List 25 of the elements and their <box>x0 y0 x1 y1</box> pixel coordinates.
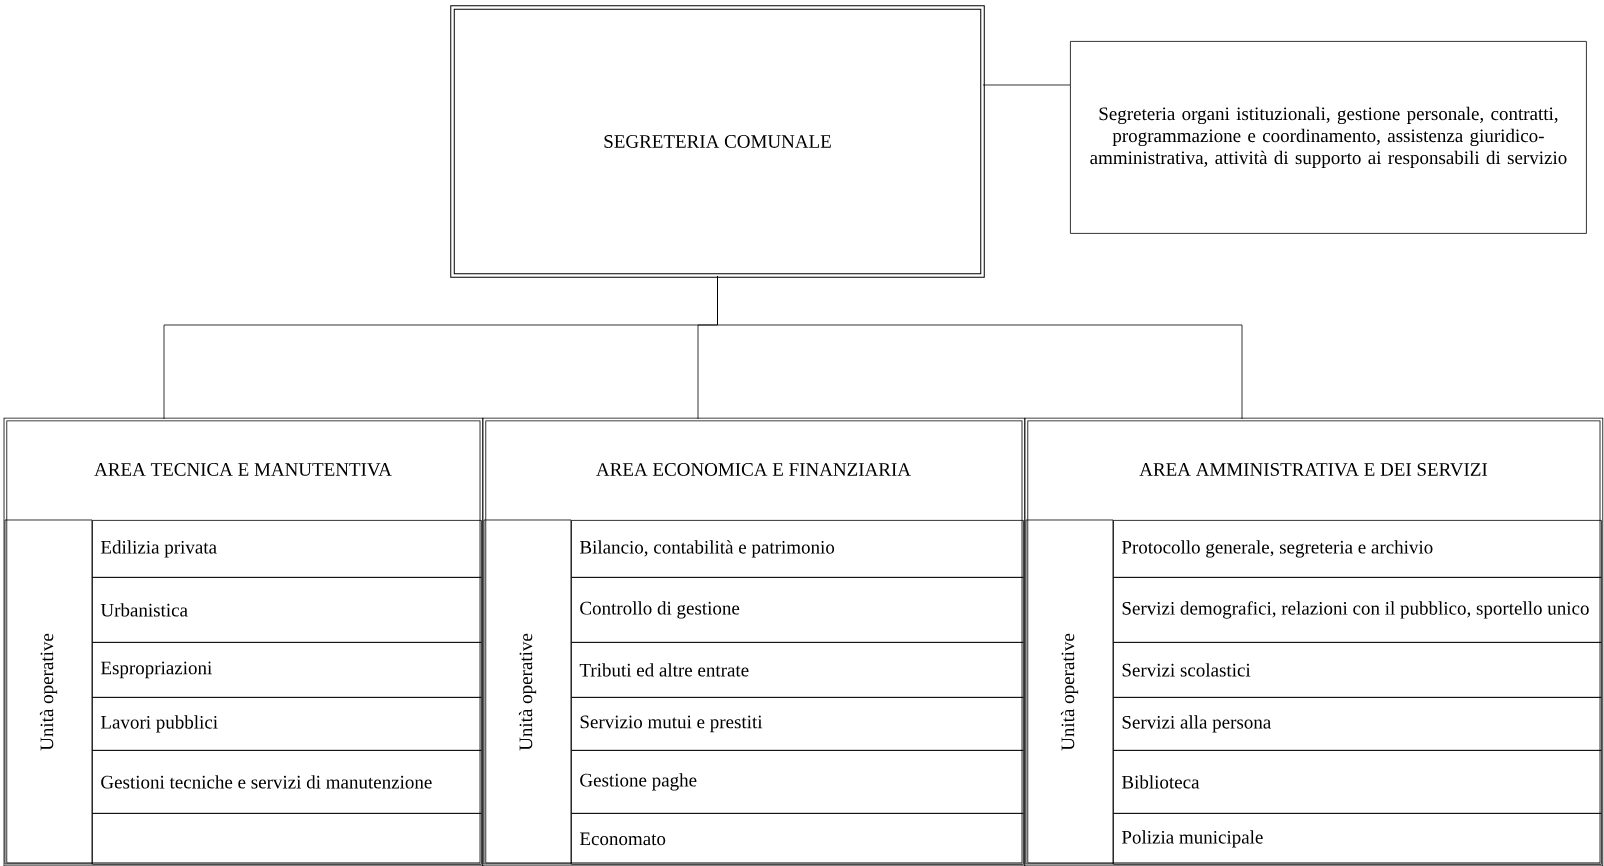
unit-cell: Servizi alla persona <box>1113 697 1602 751</box>
unit-cell: Lavori pubblici <box>92 697 482 751</box>
connector-line <box>717 275 1243 420</box>
unit-cell: Protocollo generale, segreteria e archivio <box>1113 520 1602 578</box>
unit-cell: Edilizia privata <box>92 520 482 578</box>
unit-cell: Gestione paghe <box>571 750 1024 814</box>
org-box: SEGRETERIA COMUNALE <box>450 5 985 278</box>
unit-cell: Bilancio, contabilità e patrimonio <box>571 520 1024 578</box>
connector-line <box>982 84 1071 86</box>
vertical-label-cell: Unità operative <box>483 519 572 865</box>
unit-cell: Servizio mutui e prestiti <box>571 697 1024 751</box>
description-box: Segreteria organi istituzionali, gestione personale, contratti, programmazione e coordinamento, assistenza giuridico-amministrativa, attività di supporto ai responsabili di servizio <box>1070 41 1587 234</box>
vertical-label-cell: Unità operative <box>1025 519 1114 865</box>
unit-cell: Biblioteca <box>1113 750 1602 814</box>
empty-cell <box>92 813 482 865</box>
unit-cell: Controllo di gestione <box>571 577 1024 643</box>
unit-cell: Espropriazioni <box>92 642 482 698</box>
unit-cell: Polizia municipale <box>1113 813 1602 865</box>
unit-cell: Tributi ed altre entrate <box>571 642 1024 698</box>
unit-cell: Servizi scolastici <box>1113 642 1602 698</box>
vertical-label-cell: Unità operative <box>4 519 93 865</box>
unit-cell: Economato <box>571 813 1024 865</box>
unit-cell: Servizi demografici, relazioni con il pubblico, sportello unico <box>1113 577 1602 643</box>
unit-cell: Gestioni tecniche e servizi di manutenzione <box>92 750 482 814</box>
unit-cell: Urbanistica <box>92 577 482 643</box>
